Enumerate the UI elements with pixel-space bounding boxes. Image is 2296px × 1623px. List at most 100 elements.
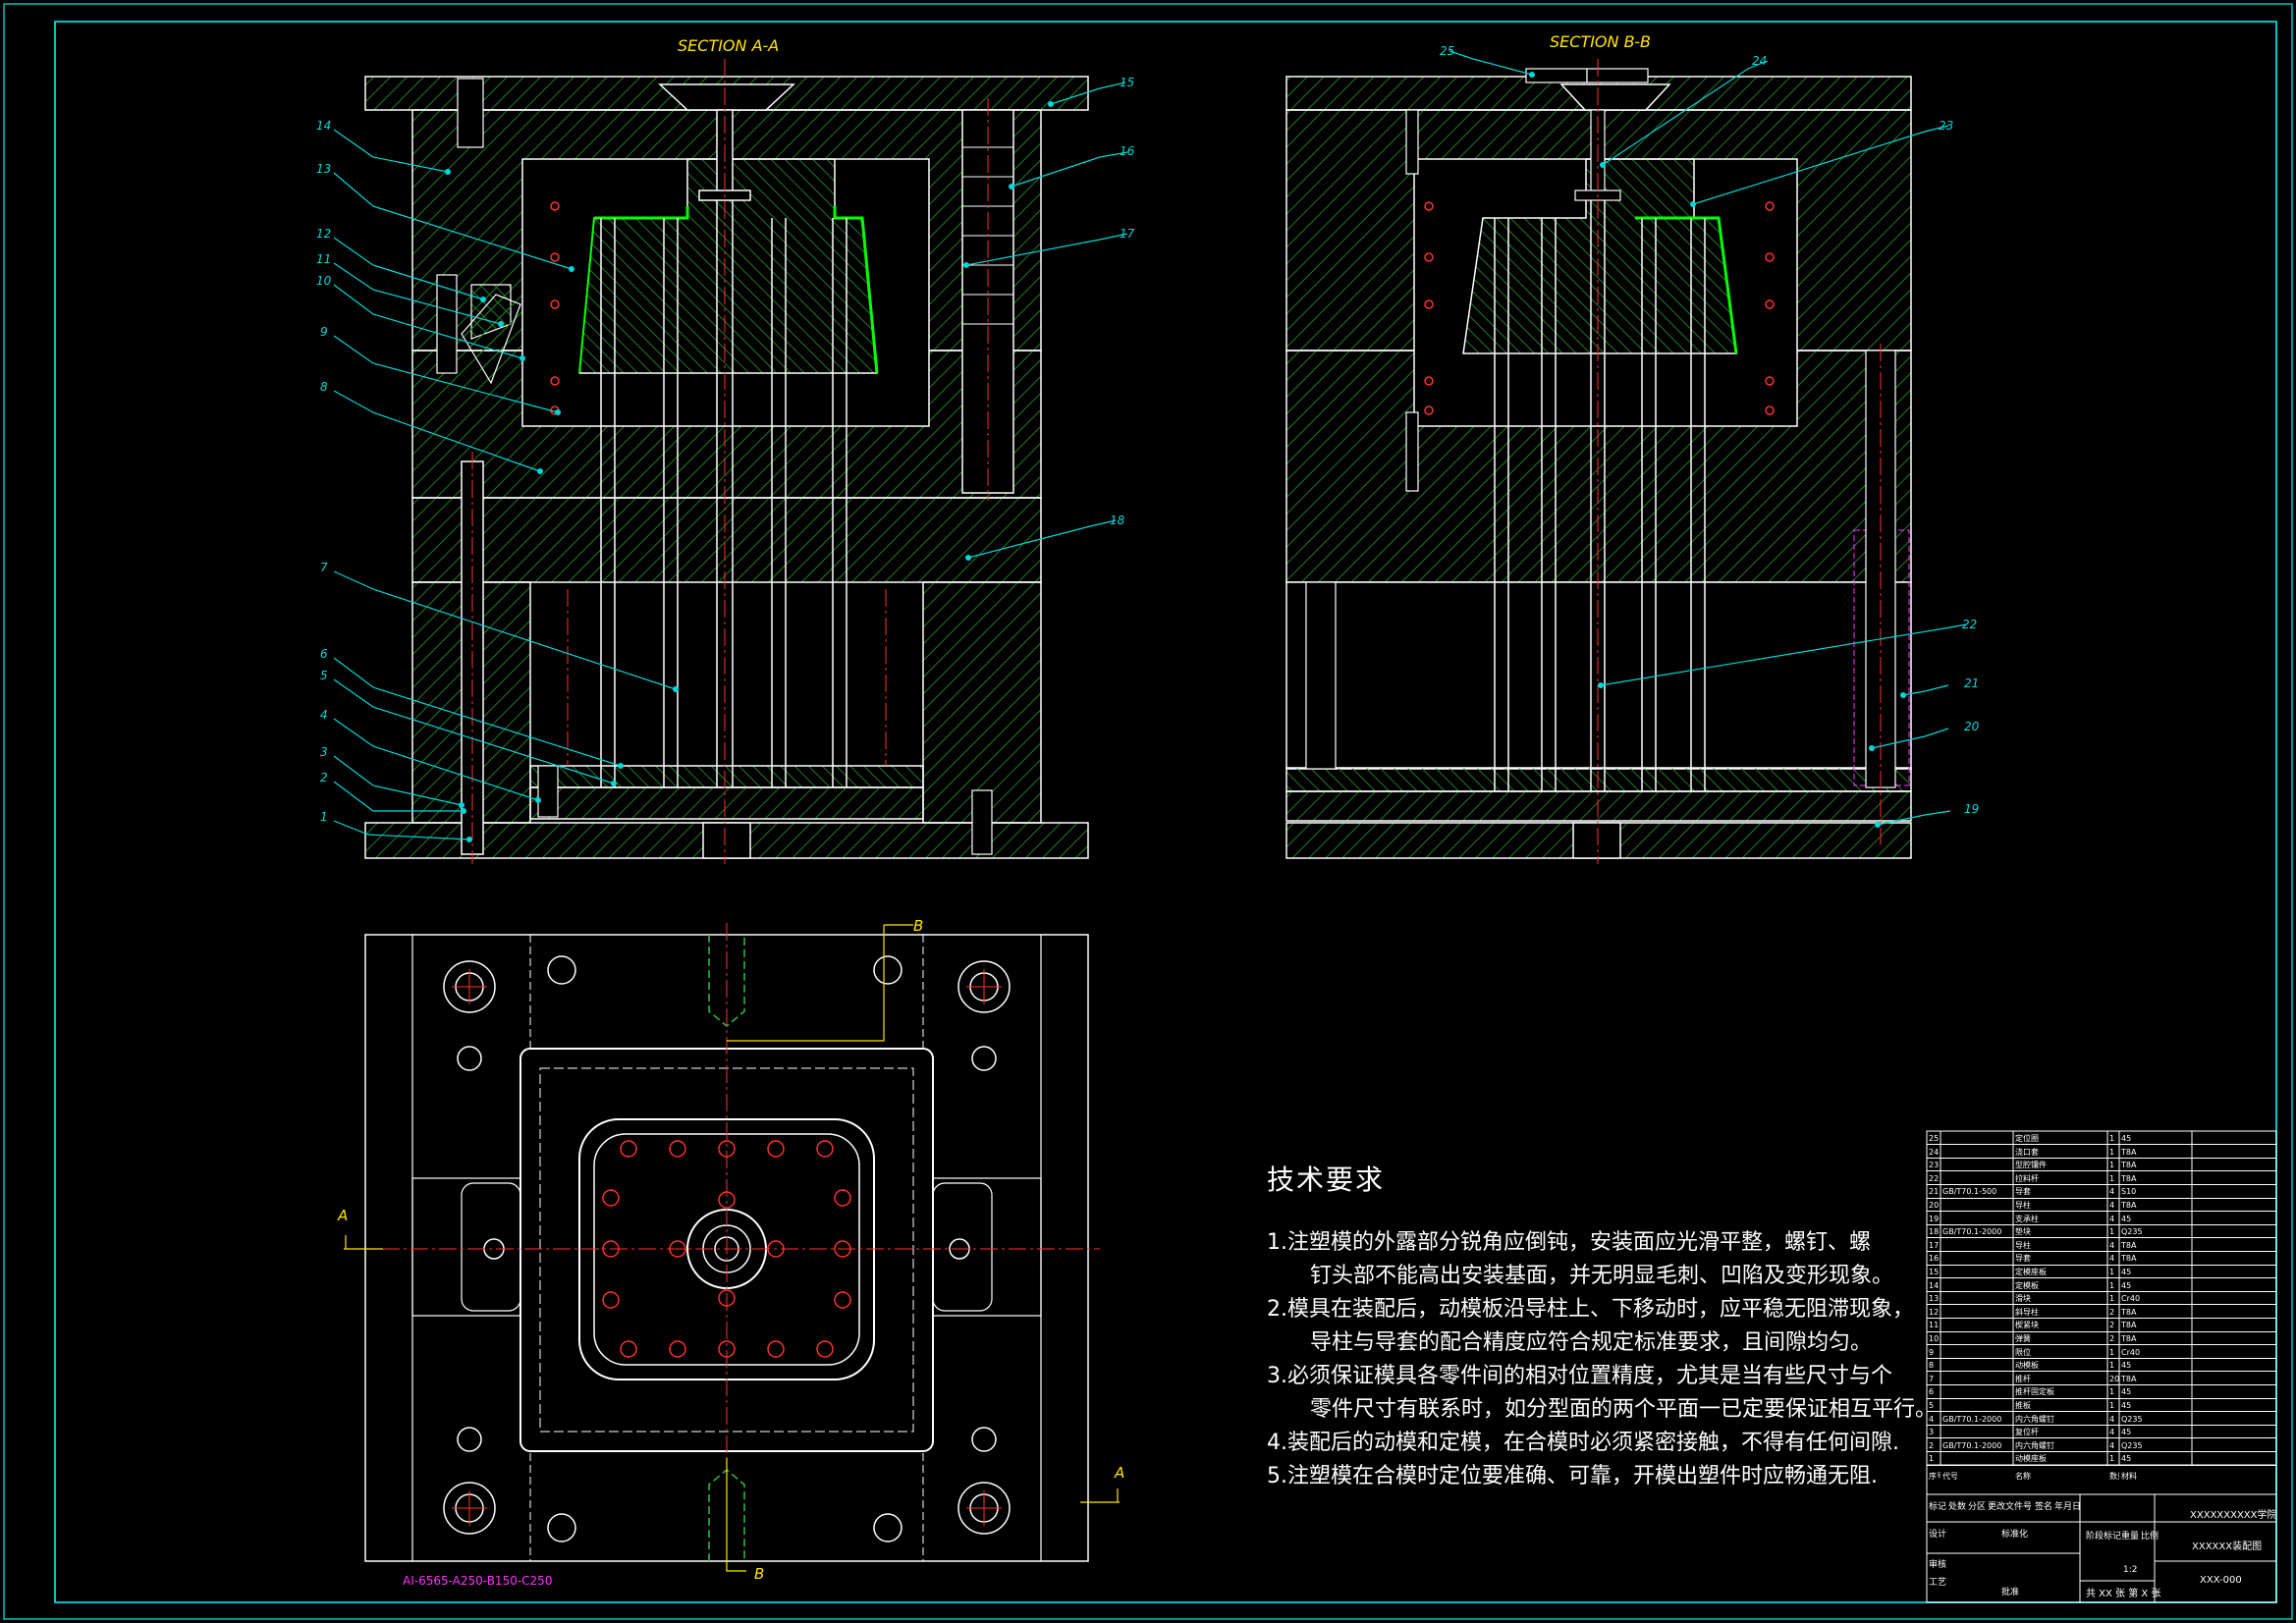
bom-cell-mat: T8A — [2121, 1147, 2137, 1157]
tech-line: 3.必须保证模具各零件间的相对位置精度，尤其是当有些尺寸与个 — [1267, 1364, 1892, 1388]
cut-b-label-bottom: B — [754, 1565, 764, 1583]
bom-cell-name: 导柱 — [2015, 1240, 2031, 1250]
section-b-title: SECTION B-B — [1550, 32, 1651, 51]
bom-header-code: 代号 — [1942, 1472, 1958, 1481]
bom-cell-mat: T8A — [2121, 1307, 2137, 1317]
bom-cell-name: 推杆 — [2015, 1374, 2031, 1383]
bom-cell-no: 9 — [1929, 1347, 1935, 1357]
tb-label: 设计 — [1929, 1530, 1947, 1540]
bom-cell-no: 24 — [1929, 1147, 1940, 1157]
section-b-view: SECTION B-B — [1285, 32, 1912, 864]
bom-cell-mat: T8A — [2121, 1240, 2137, 1250]
bom-cell-qty: 1 — [2109, 1387, 2115, 1397]
bom-cell-qty: 20 — [2109, 1374, 2119, 1383]
tech-line: 1.注塑模的外露部分锐角应倒钝，安装面应光滑平整，螺钉、螺 — [1267, 1230, 1871, 1255]
callout-24: 24 — [1752, 54, 1767, 68]
bom-cell-qty: 1 — [2109, 1401, 2115, 1410]
bom-cell-name: 内六角螺钉 — [2015, 1414, 2054, 1424]
tech-line: 4.装配后的动模和定模，在合模时必须紧密接触，不得有任何间隙. — [1267, 1431, 1899, 1455]
callout-11: 11 — [316, 252, 331, 266]
bom-cell-no: 1 — [1929, 1454, 1935, 1464]
tb-label: 审核 — [1929, 1560, 1947, 1570]
bom-cell-qty: 1 — [2109, 1280, 2115, 1290]
callout-15: 15 — [1120, 76, 1134, 89]
bom-cell-mat: 45 — [2121, 1454, 2132, 1464]
tech-title: 技术要求 — [1267, 1163, 1386, 1196]
callout-16: 16 — [1120, 144, 1135, 158]
bom-cell-qty: 2 — [2109, 1321, 2115, 1330]
bom-cell-name: 推杆固定板 — [2015, 1387, 2054, 1397]
bom-header-mat: 材料 — [2121, 1472, 2137, 1481]
tb-label: 更改文件号 — [1988, 1502, 2033, 1512]
callout-leaders — [333, 50, 1967, 840]
callout-25: 25 — [1440, 44, 1454, 58]
bom-cell-no: 22 — [1929, 1173, 1940, 1183]
bom-cell-qty: 4 — [2109, 1201, 2115, 1210]
callout-9: 9 — [320, 325, 328, 339]
bom-cell-no: 4 — [1929, 1414, 1935, 1424]
bom-cell-mat: 45 — [2121, 1280, 2132, 1290]
bom-cell-qty: 4 — [2109, 1428, 2115, 1437]
bom-cell-name: 导柱 — [2015, 1201, 2031, 1210]
bom-header: 序号 代号 名称 数量 材料 — [1927, 1471, 2276, 1482]
tb-label: 重量 — [2121, 1532, 2140, 1542]
bom-cell-name: 动模板 — [2015, 1361, 2039, 1371]
bom-cell-no: 8 — [1929, 1361, 1935, 1371]
bom-cell-qty: 1 — [2109, 1361, 2115, 1371]
tech-line: 导柱与导套的配合精度应符合规定标准要求，且间隙均匀。 — [1310, 1330, 1873, 1355]
cut-a-label-right: A — [1114, 1464, 1124, 1482]
callout-23: 23 — [1939, 119, 1953, 133]
bom-cell-no: 25 — [1929, 1134, 1940, 1143]
callout-12: 12 — [316, 227, 331, 241]
bom-cell-name: 弹簧 — [2015, 1334, 2031, 1343]
bom-cell-no: 7 — [1929, 1374, 1935, 1383]
bom-cell-name: 定位圈 — [2015, 1134, 2039, 1143]
bom-cell-no: 2 — [1929, 1440, 1935, 1450]
bom-cell-name: 动模座板 — [2015, 1454, 2047, 1464]
bom-cell-mat: T8A — [2121, 1201, 2137, 1210]
bom-cell-qty: 1 — [2109, 1347, 2115, 1357]
bom-cell-no: 17 — [1929, 1240, 1940, 1250]
bom-cell-mat: Q235 — [2121, 1227, 2143, 1237]
bom-cell-mat: Cr40 — [2121, 1347, 2141, 1357]
bom-cell-no: 6 — [1929, 1387, 1935, 1397]
bom-cell-name: 推板 — [2015, 1401, 2031, 1410]
bom-cell-name: 斜导柱 — [2015, 1307, 2039, 1317]
tb-label: 年月日 — [2054, 1502, 2082, 1512]
bom-cell-qty: 2 — [2109, 1334, 2115, 1343]
bom-cell-mat: 45 — [2121, 1134, 2132, 1143]
bom-cell-name: 定模座板 — [2015, 1268, 2047, 1276]
bom-cell-no: 14 — [1929, 1280, 1940, 1290]
bom-cell-mat: 45 — [2121, 1401, 2132, 1410]
callout-21: 21 — [1964, 676, 1979, 690]
bom-cell-mat: Cr40 — [2121, 1294, 2141, 1304]
callout-dots — [445, 72, 1906, 842]
bom-cell-name: 限位 — [2015, 1347, 2031, 1357]
tb-label: 阶段标记 — [2086, 1532, 2122, 1542]
bom-cell-name: 拉料杆 — [2015, 1173, 2039, 1183]
sheet-count: 共 XX 张 第 X 张 — [2086, 1589, 2161, 1599]
section-a-title: SECTION A-A — [678, 36, 779, 55]
callout-4: 4 — [320, 708, 328, 722]
bom-cell-mat: T8A — [2121, 1254, 2137, 1264]
callout-5: 5 — [320, 669, 328, 682]
bom-cell-no: 15 — [1929, 1268, 1940, 1276]
bom-cell-name: 滑块 — [2015, 1294, 2031, 1304]
bom-cell-mat: T8A — [2121, 1374, 2137, 1383]
callout-numbers: 1 2 3 4 5 6 7 8 9 10 11 12 13 14 15 16 1… — [316, 44, 1980, 824]
bom-cell-std: GB/T70.1-500 — [1942, 1187, 1997, 1197]
tech-line: 钉头部不能高出安装基面，并无明显毛刺、凹陷及变形现象。 — [1310, 1264, 1894, 1288]
mold-base-code: AI-6565-A250-B150-C250 — [403, 1574, 552, 1588]
